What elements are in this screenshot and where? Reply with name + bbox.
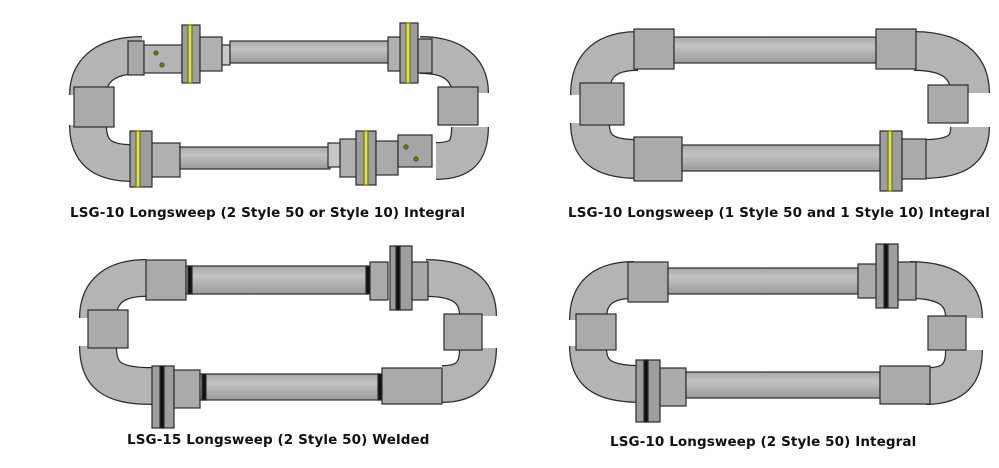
pipe-bottom — [179, 146, 331, 170]
diagram-4-caption: LSG-10 Longsweep (2 Style 50) Integral — [610, 434, 917, 450]
collar-left — [87, 309, 129, 349]
diagram-1-caption: LSG-10 Longsweep (2 Style 50 or Style 10… — [70, 205, 466, 221]
collar-right — [927, 84, 969, 124]
collar-left — [575, 313, 617, 351]
pipe-bottom — [681, 144, 883, 172]
pipe-bottom — [199, 373, 381, 401]
longsweep-4-drawing — [569, 243, 983, 423]
longsweep-2-drawing — [570, 28, 990, 192]
longsweep-diagram-1: LSG-10 Longsweep (2 Style 50 or Style 10… — [69, 15, 490, 225]
pipe-top — [229, 40, 397, 64]
union-bottom-left — [129, 130, 153, 188]
pipe-top — [185, 265, 369, 295]
longsweep-1-drawing — [69, 22, 489, 188]
collar-left — [73, 86, 115, 128]
pipe-top — [673, 36, 877, 64]
diagram-3-caption: LSG-15 Longsweep (2 Style 50) Welded — [127, 432, 430, 448]
collar-right — [927, 315, 967, 351]
diagram-2-caption: LSG-10 Longsweep (1 Style 50 and 1 Style… — [568, 205, 990, 221]
longsweep-diagram-3: LSG-15 Longsweep (2 Style 50) Welded — [79, 240, 500, 455]
longsweep-diagram-4: LSG-10 Longsweep (2 Style 50) Integral — [569, 240, 999, 455]
collar-right — [437, 86, 479, 126]
longsweep-3-drawing — [79, 245, 497, 429]
pipe-top — [667, 267, 859, 295]
longsweep-diagram-2: LSG-10 Longsweep (1 Style 50 and 1 Style… — [568, 15, 999, 225]
collar-left — [579, 82, 625, 126]
pipe-bottom — [685, 371, 881, 399]
union-top-right — [389, 245, 413, 311]
collar-right — [443, 313, 483, 351]
